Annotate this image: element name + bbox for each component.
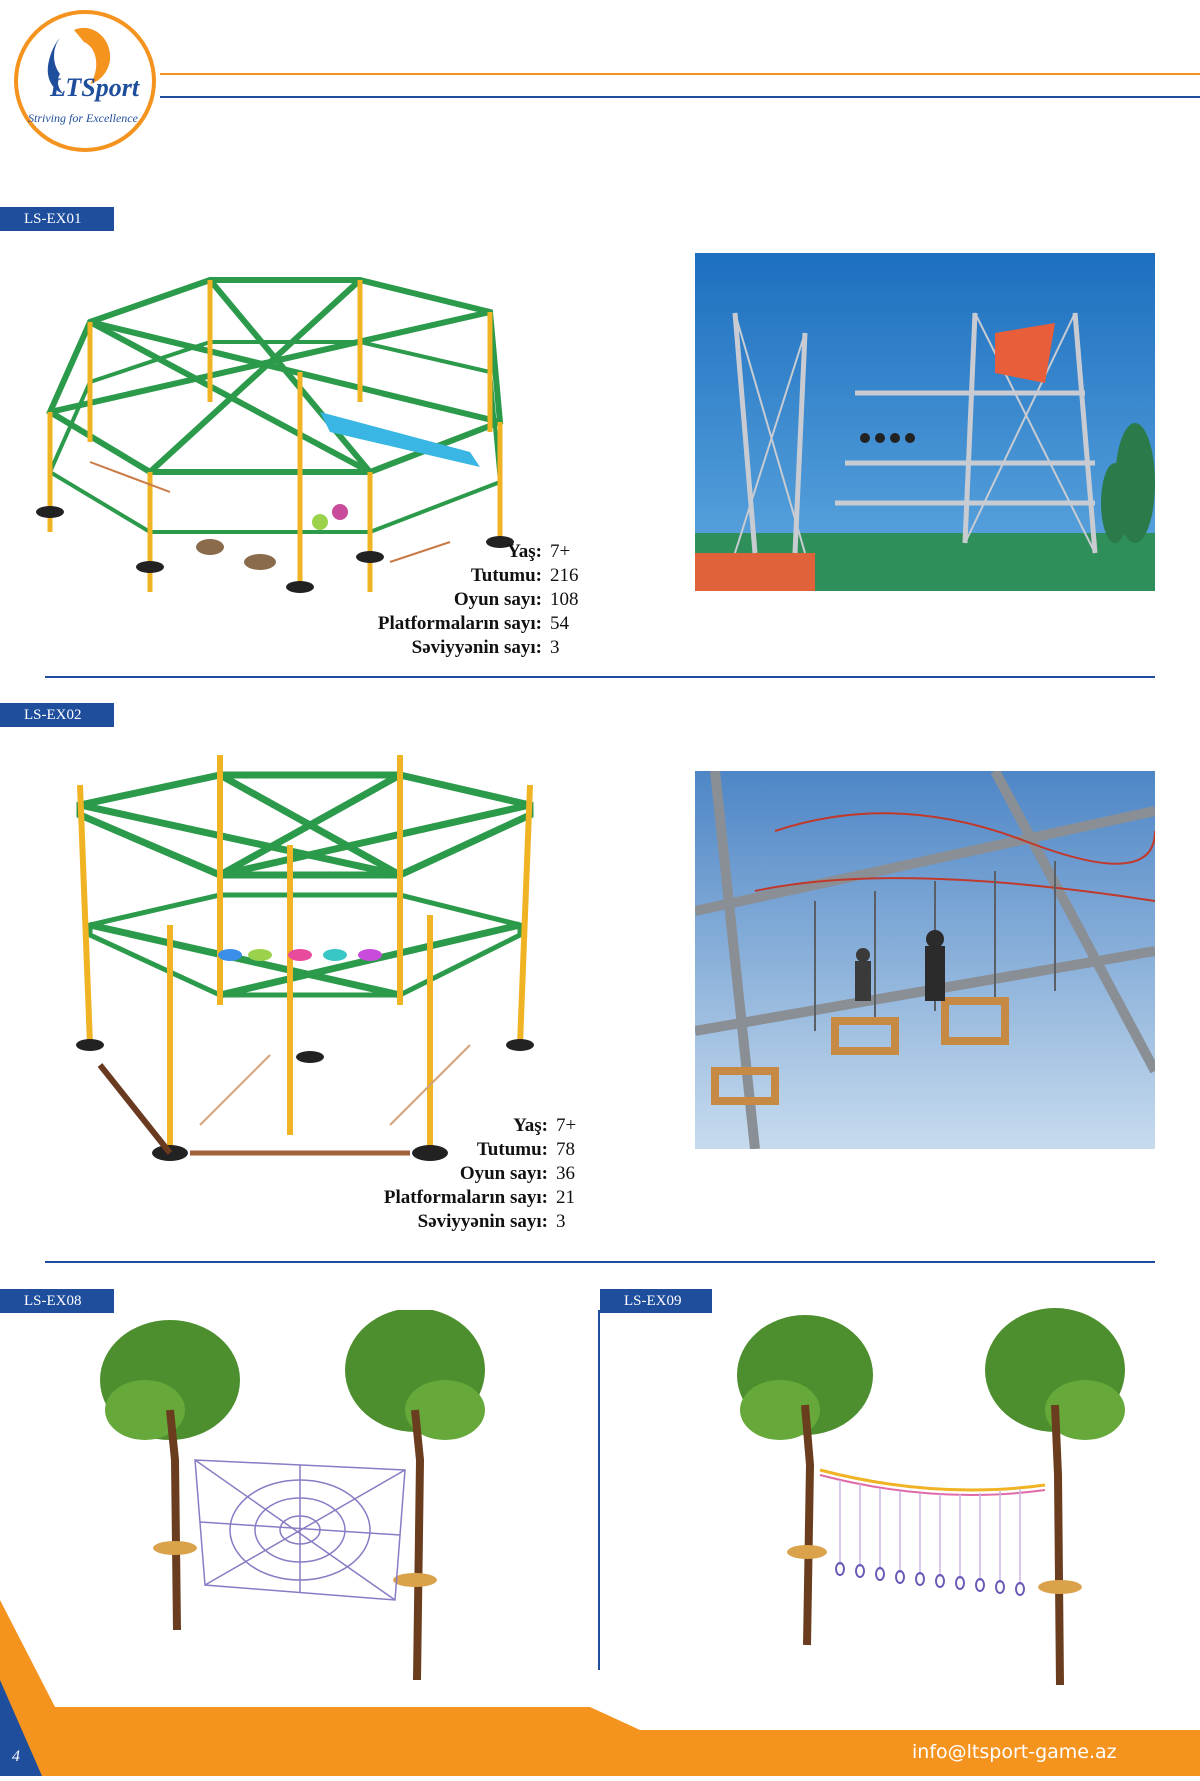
spec-row: Səviyyənin sayı: 3 [370,636,610,660]
ropes-course-model-image [30,262,570,602]
header-line-orange [160,73,1200,75]
spec-value: 216 [550,565,579,586]
ropes-course-photo [695,253,1155,591]
spec-value: 54 [550,613,569,634]
tree-rope-bridge-image [725,1305,1140,1695]
section-divider [45,1261,1155,1263]
logo-text: LTSport [49,73,140,102]
spec-row: Platformaların sayı: 54 [370,612,610,636]
page-number: 4 [12,1748,20,1765]
product-specs: Yaş: 7+ Tutumu: 216 Oyun sayı: 108 Platform… [370,540,610,660]
spec-row: Səviyyənin sayı: 3 [376,1210,616,1234]
product-code-tag: LS-EX09 [600,1289,712,1313]
product-code-tag: LS-EX02 [0,703,114,727]
column-separator [598,1310,600,1670]
brand-logo: LTSport Striving for Excellence [12,8,158,154]
spec-label: Platformaların sayı: [383,1187,548,1208]
spec-label: Oyun sayı: [453,589,542,610]
spec-row: Yaş: 7+ [370,540,610,564]
spec-label: Platformaların sayı: [377,613,542,634]
spec-value: 108 [550,589,579,610]
spec-row: Tutumu: 216 [370,564,610,588]
spec-label: Yaş: [507,541,542,562]
spec-label: Oyun sayı: [459,1163,548,1184]
tree-spider-net-image [85,1310,525,1690]
spec-label: Səviyyənin sayı: [417,1211,548,1232]
contact-email[interactable]: info@ltsport-game.az [912,1741,1117,1763]
spec-value: 3 [556,1211,566,1232]
spec-value: 21 [556,1187,575,1208]
spec-row: Oyun sayı: 108 [370,588,610,612]
spec-label: Yaş: [513,1115,548,1136]
ropes-course-model-image [70,745,540,1175]
spec-value: 7+ [556,1115,577,1136]
logo-tagline: Striving for Excellence [28,111,139,125]
spec-row: Tutumu: 78 [376,1138,616,1162]
section-divider [45,676,1155,678]
spec-label: Səviyyənin sayı: [411,637,542,658]
product-code-tag: LS-EX08 [0,1289,114,1313]
spec-row: Platformaların sayı: 21 [376,1186,616,1210]
spec-value: 7+ [550,541,571,562]
footer-band [0,1600,1200,1776]
spec-label: Tutumu: [470,565,542,586]
spec-row: Yaş: 7+ [376,1114,616,1138]
product-specs: Yaş: 7+ Tutumu: 78 Oyun sayı: 36 Platformal… [376,1114,616,1234]
spec-label: Tutumu: [476,1139,548,1160]
product-code-tag: LS-EX01 [0,207,114,231]
header-line-blue [160,96,1200,98]
spec-value: 3 [550,637,560,658]
spec-value: 36 [556,1163,575,1184]
spec-row: Oyun sayı: 36 [376,1162,616,1186]
spec-value: 78 [556,1139,575,1160]
climbing-course-photo [695,771,1155,1149]
